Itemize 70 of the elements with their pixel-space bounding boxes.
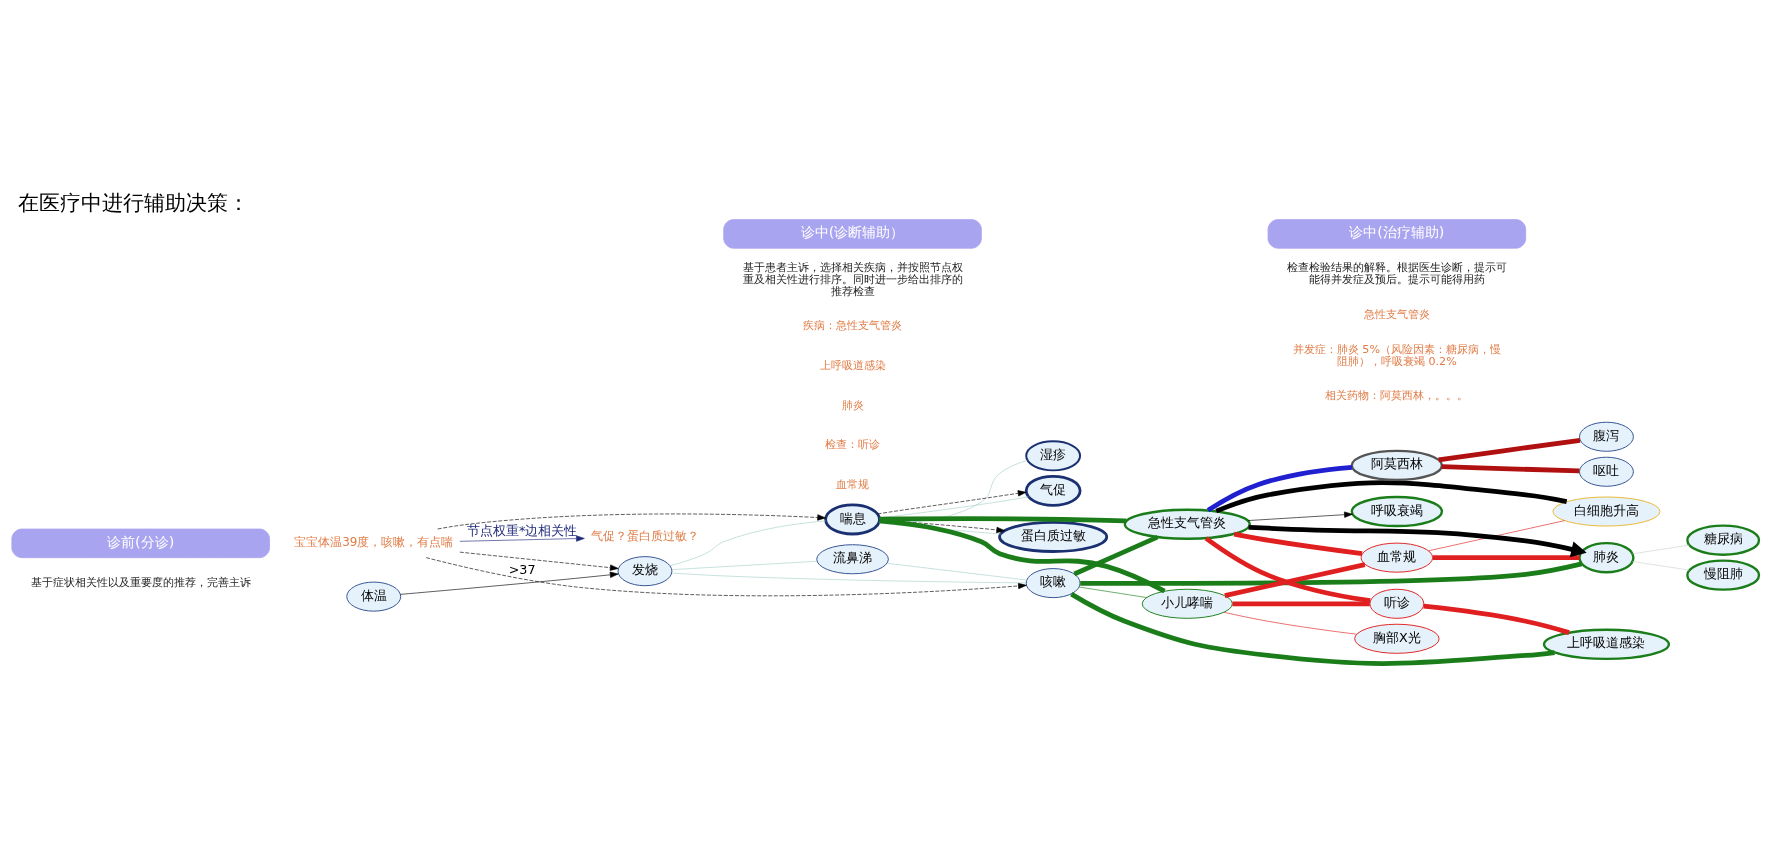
node-ellipse: 上呼吸道感染: [1542, 628, 1671, 661]
connector: [1428, 520, 1565, 552]
node-ellipse: 发烧: [617, 556, 673, 587]
node-ellipse: 咳嗽: [1025, 568, 1081, 599]
node-ellipse: 呕吐: [1579, 456, 1634, 487]
node-ellipse: 白细胞升高: [1552, 496, 1661, 527]
arrow: [459, 551, 619, 571]
node-ellipse: 肺炎: [1578, 541, 1635, 574]
node-ellipse: 听诊: [1369, 588, 1425, 619]
label: 急性支气管炎: [1363, 308, 1430, 321]
connector: [1233, 531, 1363, 556]
label: 血常规: [836, 478, 870, 492]
node-box: 诊中(治疗辅助): [1267, 219, 1527, 249]
connector: [1224, 562, 1366, 598]
label: 上呼吸道感染: [819, 358, 886, 372]
node-ellipse: 喘息: [824, 503, 881, 536]
node-ellipse: 体温: [346, 581, 402, 612]
connector: [1080, 561, 1583, 586]
node-ellipse: 气促: [1024, 474, 1082, 507]
connector: [1223, 611, 1358, 635]
connector: [1432, 555, 1580, 561]
label: 基于症状相关性以及重要度的推荐，完善主诉: [30, 576, 251, 590]
connector: [1232, 601, 1370, 607]
arrow: [877, 490, 1027, 515]
label: 相关药物：阿莫西林，。。。: [1325, 389, 1469, 403]
connector: [1215, 480, 1568, 514]
node-ellipse: 糖尿病: [1686, 524, 1761, 556]
connector: [1438, 437, 1581, 463]
connector: [1078, 586, 1147, 598]
diagram-title: 在医疗中进行辅助决策：: [17, 190, 249, 215]
connector: [879, 516, 1127, 524]
node-ellipse: 胸部X光: [1354, 623, 1440, 654]
connector: [1632, 561, 1690, 571]
label: 并发症：肺炎 5%（风险因素：糖尿病，慢阻肺），呼吸衰竭 0.2%: [1292, 342, 1501, 368]
connector: [1073, 534, 1159, 577]
arrow: [459, 535, 585, 542]
connector: [1423, 603, 1570, 635]
label: 肺炎: [841, 398, 864, 412]
label: 基于患者主诉，选择相关疾病，并按照节点权重及相关性进行排序。同时进一步给出排序的推荐检查: [742, 261, 963, 298]
connector: [1204, 536, 1371, 604]
connector: [669, 520, 826, 567]
arrow: [1247, 511, 1353, 521]
node-ellipse: 流鼻涕: [816, 544, 889, 575]
node-ellipse: 腹泻: [1579, 421, 1634, 452]
node-ellipse: 湿疹: [1025, 440, 1082, 472]
connector: [1632, 544, 1690, 555]
label: 检查：听诊: [825, 438, 881, 452]
edge-label: >37: [508, 562, 536, 578]
label: 检查检验结果的解释。根据医生诊断，提示可能得并发症及预后。提示可能得用药: [1286, 261, 1507, 287]
arrow: [400, 571, 619, 595]
arrow: [437, 513, 826, 530]
node-ellipse: 阿莫西林: [1350, 449, 1444, 482]
arrow: [1248, 524, 1587, 558]
node-ellipse: 呼吸衰竭: [1350, 495, 1444, 528]
node-box: 诊中(诊断辅助）: [723, 219, 982, 249]
node-text: 气促？蛋白质过敏？: [590, 528, 699, 543]
connector: [1441, 464, 1580, 474]
node-box: 诊前(分诊): [11, 528, 270, 559]
connector: [671, 572, 1027, 584]
node-text: 宝宝体温39度，咳嗽，有点喘: [294, 535, 454, 550]
edge-label: 节点权重*边相关性: [466, 523, 578, 539]
label: 疾病：急性支气管炎: [803, 319, 903, 333]
connector: [671, 560, 817, 570]
connector: [887, 563, 1028, 581]
connector: [1206, 464, 1353, 513]
node-ellipse: 小儿哮喘: [1141, 588, 1233, 619]
node-ellipse: 血常规: [1360, 542, 1434, 573]
node-ellipse: 慢阻肺: [1686, 559, 1761, 591]
connector: [1070, 592, 1555, 666]
node-ellipse: 急性支气管炎: [1123, 508, 1251, 540]
